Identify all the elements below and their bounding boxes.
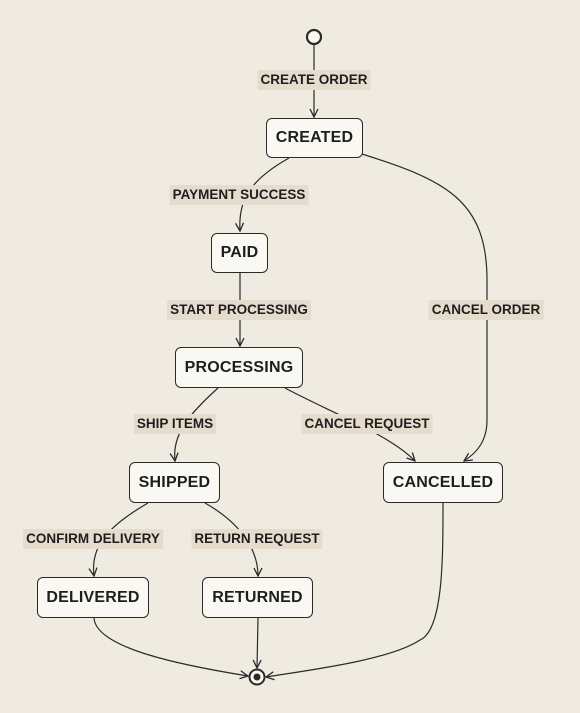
label-confirm-delivery: CONFIRM DELIVERY: [23, 529, 163, 549]
state-returned[interactable]: RETURNED: [202, 577, 313, 618]
edge-delivered-end: [93, 617, 248, 676]
edge-cancel-order: [361, 153, 488, 461]
final-state-marker: [248, 668, 266, 686]
label-start-processing: START PROCESSING: [167, 300, 311, 320]
state-paid[interactable]: PAID: [211, 233, 268, 273]
label-cancel-request: CANCEL REQUEST: [301, 414, 433, 434]
label-cancel-order: CANCEL ORDER: [428, 300, 544, 320]
state-processing[interactable]: PROCESSING: [175, 347, 303, 388]
edge-cancelled-end: [266, 502, 444, 677]
state-created[interactable]: CREATED: [266, 118, 363, 158]
initial-state-marker: [305, 28, 323, 46]
state-shipped[interactable]: SHIPPED: [129, 462, 220, 503]
state-delivered[interactable]: DELIVERED: [37, 577, 149, 618]
label-return-request: RETURN REQUEST: [191, 529, 323, 549]
label-payment-success: PAYMENT SUCCESS: [169, 185, 309, 205]
state-cancelled[interactable]: CANCELLED: [383, 462, 503, 503]
edge-returned-end: [257, 617, 258, 668]
label-create-order: CREATE ORDER: [257, 70, 371, 90]
label-ship-items: SHIP ITEMS: [133, 414, 217, 434]
